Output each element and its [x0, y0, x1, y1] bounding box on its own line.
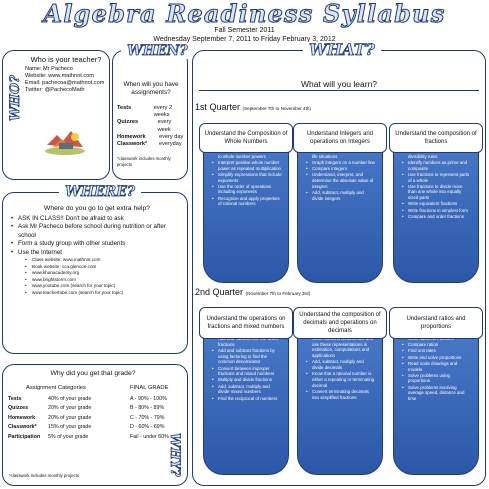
who-label: WHO?: [8, 75, 24, 122]
unit-4-title: Understand the operations on fractions a…: [199, 307, 293, 339]
what-heading: What will you learn?: [300, 79, 378, 89]
help-item: ASK IN CLASS!! Don't be afraid to ask: [11, 215, 183, 224]
grade-col-categories: Assignment Categories: [26, 385, 86, 391]
help-item: Ask Mr Pacheco before school during nutr…: [11, 223, 183, 240]
quarter-1: 1st Quarter (September 7th to November 4…: [195, 102, 311, 112]
why-section: WHY? Why did you get that grade? Assignm…: [2, 364, 188, 486]
unit-5-title: Understand the composition of decimals a…: [293, 307, 387, 339]
help-item: Use the Internet: [11, 249, 183, 258]
help-link[interactable]: Book website: cca.glencoe.com: [11, 264, 183, 271]
unit-6-body: Write ratios as fractionsCompare ratiosF…: [393, 329, 479, 475]
help-link[interactable]: www.youtube.com (search for your topic): [11, 283, 183, 290]
help-link[interactable]: Class website: www.mathnot.com: [11, 257, 183, 264]
where-section: WHERE? Where do you go to get extra help…: [2, 184, 188, 354]
when-row-classwork: Classwork*everyday: [117, 141, 182, 148]
date-range: Wednesday September 7, 2011 to Friday Fe…: [153, 36, 336, 43]
unit-3-body: Find the LCM, GCD, and know divisibility…: [393, 141, 479, 283]
when-section: WHEN? When will you have assignments? Te…: [112, 43, 194, 180]
grade-col-final: FINAL GRADE: [130, 385, 169, 391]
when-heading: When will you have assignments?: [123, 81, 179, 96]
help-link[interactable]: www.khanacademy.org: [11, 270, 183, 277]
help-link[interactable]: www.teachertube.com (search for your top…: [11, 290, 183, 297]
help-link[interactable]: www.brightstorm.com: [11, 277, 183, 284]
teacher-avatar-icon: [43, 125, 87, 155]
where-label: WHERE?: [59, 184, 142, 200]
teacher-email[interactable]: Email: pachecoa@mathnot.com: [25, 80, 105, 86]
page-title: Algebra Readiness Syllabus: [43, 0, 446, 28]
where-heading: Where do you go to get extra help?: [43, 205, 151, 212]
when-label: WHEN?: [121, 43, 194, 59]
who-heading: Who is your teacher?: [30, 55, 102, 64]
unit-3-title: Understand the composition of fractions: [389, 123, 483, 153]
semester: Fall Semester 2011: [214, 27, 275, 34]
unit-1-title: Understand the Composition of Whole Numb…: [199, 123, 293, 153]
unit-1-body: Take positive rational numbers to whole …: [203, 141, 289, 283]
unit-2-title: Understand Integers and operations on In…: [293, 123, 387, 153]
what-section: WHAT? What will you learn? 1st Quarter (…: [192, 41, 486, 486]
unit-5-body: Write fractions as decimals and use thes…: [297, 329, 383, 475]
teacher-name: Name: Mr Pacheco: [25, 66, 73, 72]
teacher-website[interactable]: Website: www.mathnot.com: [25, 73, 94, 79]
why-note: *classwork includes monthly projects: [9, 473, 79, 478]
when-note: *classwork includes monthly projects: [117, 156, 171, 167]
unit-4-body: Add and subtract like the unlike fractio…: [203, 329, 289, 475]
unit-2-body: Write integers to represent real-life si…: [297, 141, 383, 283]
quarter-2: 2nd Quarter (November 7th to February 3r…: [195, 287, 311, 297]
why-heading: Why did you get that grade?: [50, 370, 136, 377]
what-label: WHAT?: [303, 41, 381, 58]
unit-6-title: Understand ratios and proportions: [389, 307, 483, 339]
who-section: WHO? Who is your teacher? Name: Mr Pache…: [2, 50, 110, 180]
teacher-twitter[interactable]: Twitter: @PachecoMath: [25, 87, 85, 93]
help-item: Form a study group with other students: [11, 240, 183, 249]
